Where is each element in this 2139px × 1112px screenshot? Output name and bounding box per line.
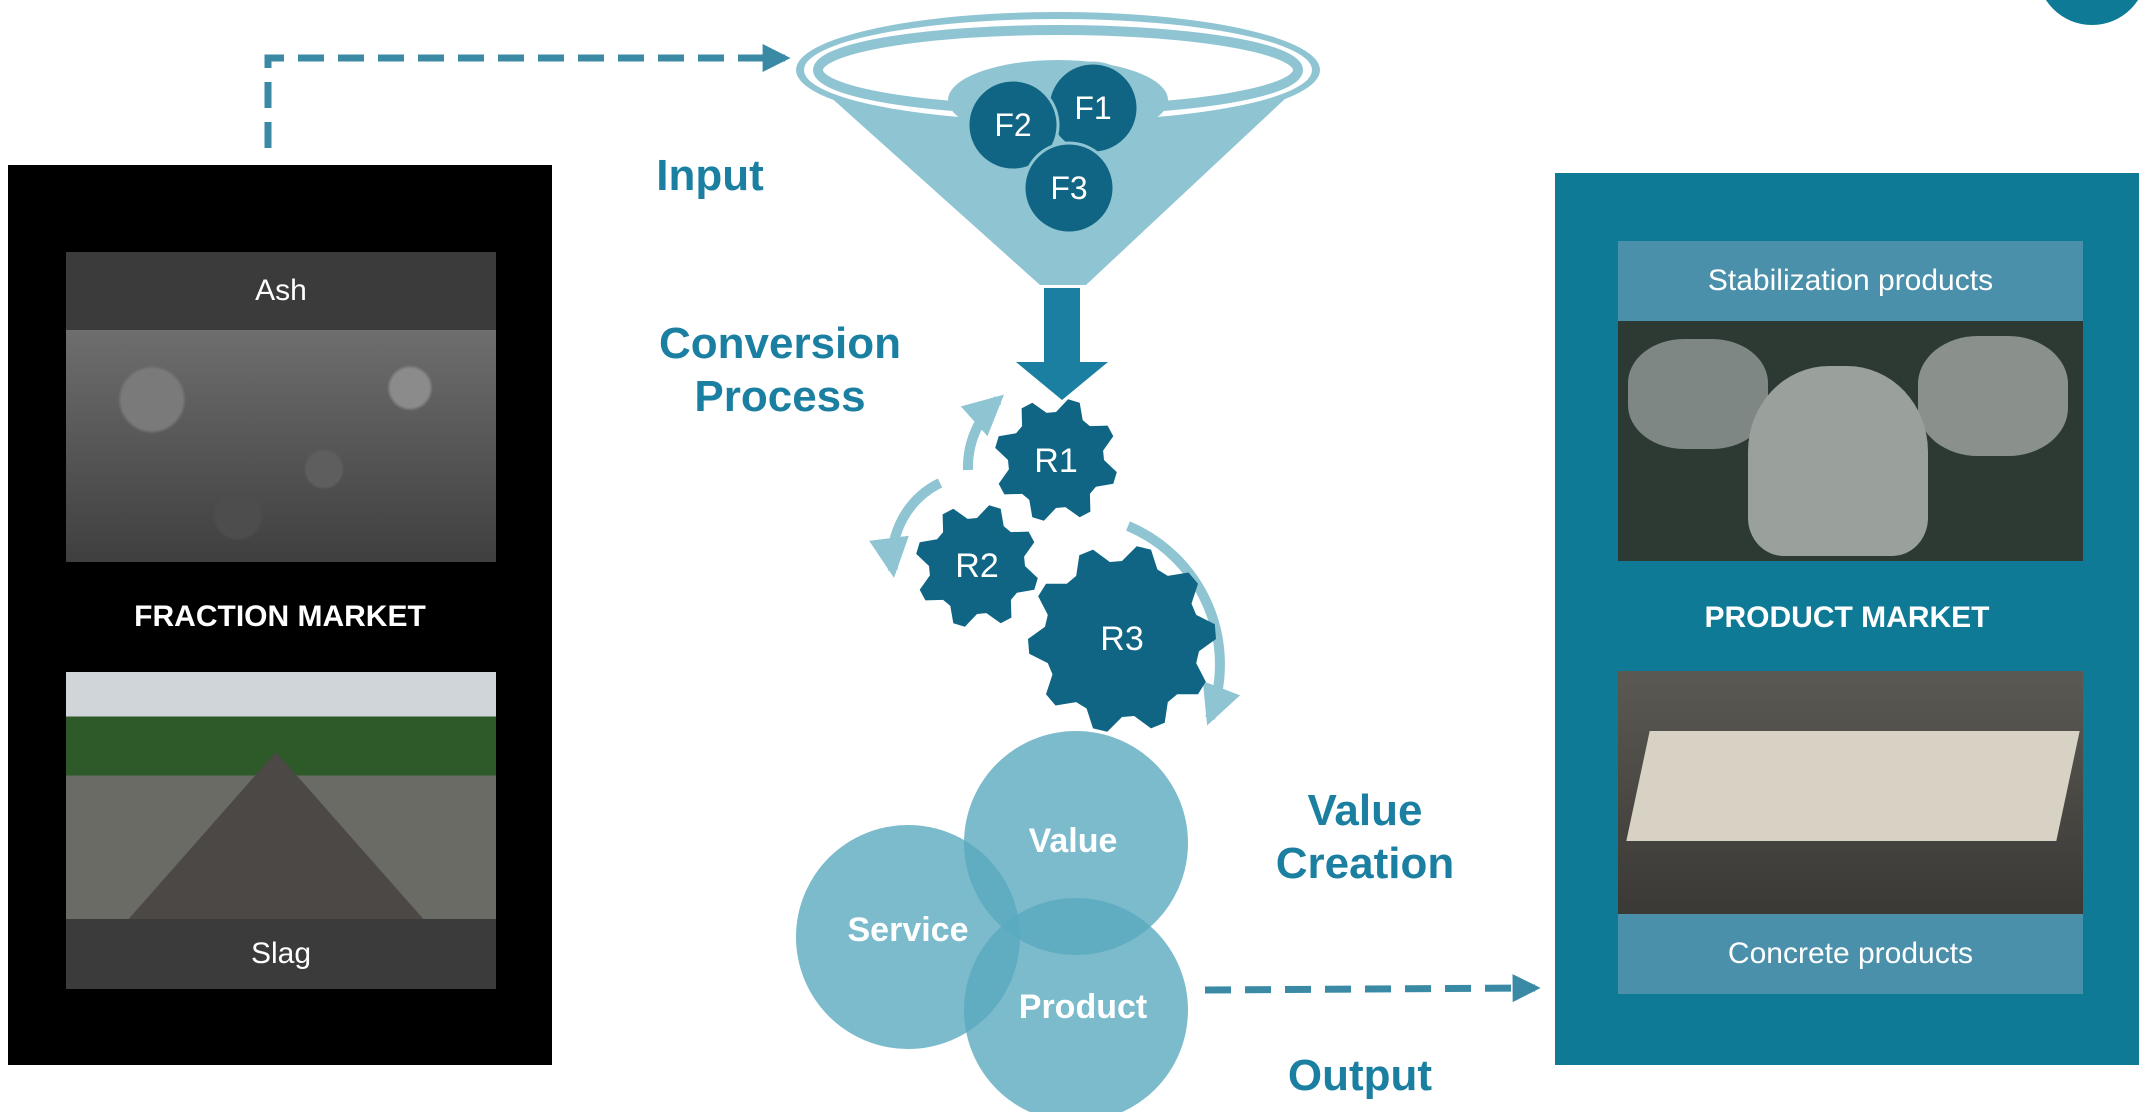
venn-circle-product [964,898,1188,1112]
down-arrow [1016,288,1108,400]
fraction-label-f2: F2 [994,107,1031,143]
ash-photo [66,330,496,562]
input-arrow [264,44,791,148]
gear-r2-icon [916,505,1038,627]
slag-caption-bar: Slag [66,919,496,989]
stage-conversion-line1: Conversion [658,319,902,368]
gear-r3-icon [1028,546,1216,732]
fraction-label-f3: F3 [1050,170,1087,206]
stabilization-caption-bar: Stabilization products [1618,241,2083,321]
stage-output-text: Output [1287,1051,1433,1100]
slag-caption: Slag [250,937,312,970]
concrete-photo [1618,671,2083,914]
fraction-market-title-text: FRACTION MARKET [134,600,426,633]
concrete-slabs-shape [1626,731,2080,841]
fraction-market-title: FRACTION MARKET [8,600,552,634]
corner-decoration [2045,0,2139,25]
output-arrow [1204,974,1541,1003]
rotation-arc-r2 [869,478,943,578]
product-market-title-text: PRODUCT MARKET [1704,601,1990,634]
stabilization-caption: Stabilization products [1707,264,1994,297]
rotation-arc-r3 [1126,521,1241,726]
gear-label-r3: R3 [1100,620,1143,658]
funnel [796,12,1320,285]
fraction-market-panel: Ash FRACTION MARKET Slag [8,165,552,1065]
stage-label-value-creation: Value Creation [1245,785,1485,891]
venn-label-value: Value [1029,822,1118,860]
stage-label-input: Input [620,150,800,203]
product-market-title: PRODUCT MARKET [1555,601,2139,635]
gear-r1-icon [995,399,1117,521]
concrete-caption: Concrete products [1727,937,1974,970]
venn-diagram: Value Service Product [796,731,1188,1112]
slag-photo [66,672,496,919]
sample-cylinder-3 [1748,366,1928,556]
stage-label-conversion: Conversion Process [630,318,930,424]
sample-cylinder-1 [1628,339,1768,449]
venn-label-product: Product [1019,988,1147,1026]
concrete-caption-bar: Concrete products [1618,914,2083,994]
stage-label-output: Output [1250,1050,1470,1103]
slag-pile-shape [126,752,426,919]
rotation-arc-r1 [960,394,1004,471]
stage-input-text: Input [656,151,764,200]
stage-value-creation-line2: Creation [1275,838,1455,888]
fraction-ball-f3 [1022,141,1116,235]
stabilization-photo [1618,321,2083,561]
product-market-panel: Stabilization products PRODUCT MARKET Co… [1555,173,2139,1065]
sample-cylinder-2 [1918,336,2068,456]
ash-caption-bar: Ash [66,252,496,330]
stage-value-creation-line1: Value [1307,786,1423,835]
venn-label-service: Service [848,911,969,949]
ash-caption: Ash [255,274,307,307]
gear-label-r1: R1 [1034,442,1077,480]
venn-circle-value [964,731,1188,955]
venn-circle-service [796,825,1020,1049]
fraction-balls: F1 F2 F3 [966,61,1140,235]
stage-conversion-line2: Process [694,371,866,421]
fraction-ball-f2 [966,78,1060,172]
fraction-label-f1: F1 [1074,90,1111,126]
gears [916,399,1216,732]
gear-label-r2: R2 [955,547,998,585]
